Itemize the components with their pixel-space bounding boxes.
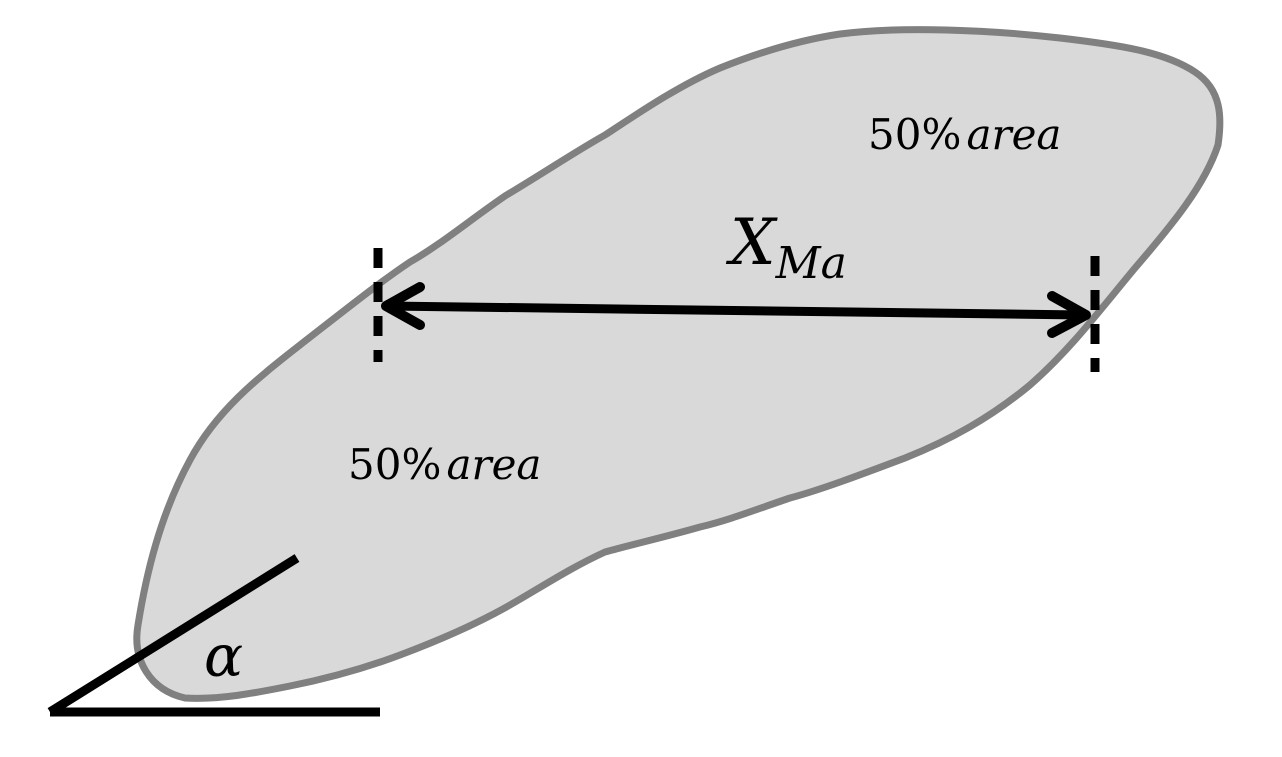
left-arrowhead [381,282,425,330]
lower-area-label: 50% area [348,440,541,489]
angle-label: α [204,622,243,690]
particle-shape [133,26,1224,702]
right-arrowhead [1047,291,1091,338]
distance-arrow [381,282,1091,338]
angle-ray [47,554,300,716]
distance-label: XMa [725,206,847,289]
upper-area-label: 50% area [868,110,1061,159]
